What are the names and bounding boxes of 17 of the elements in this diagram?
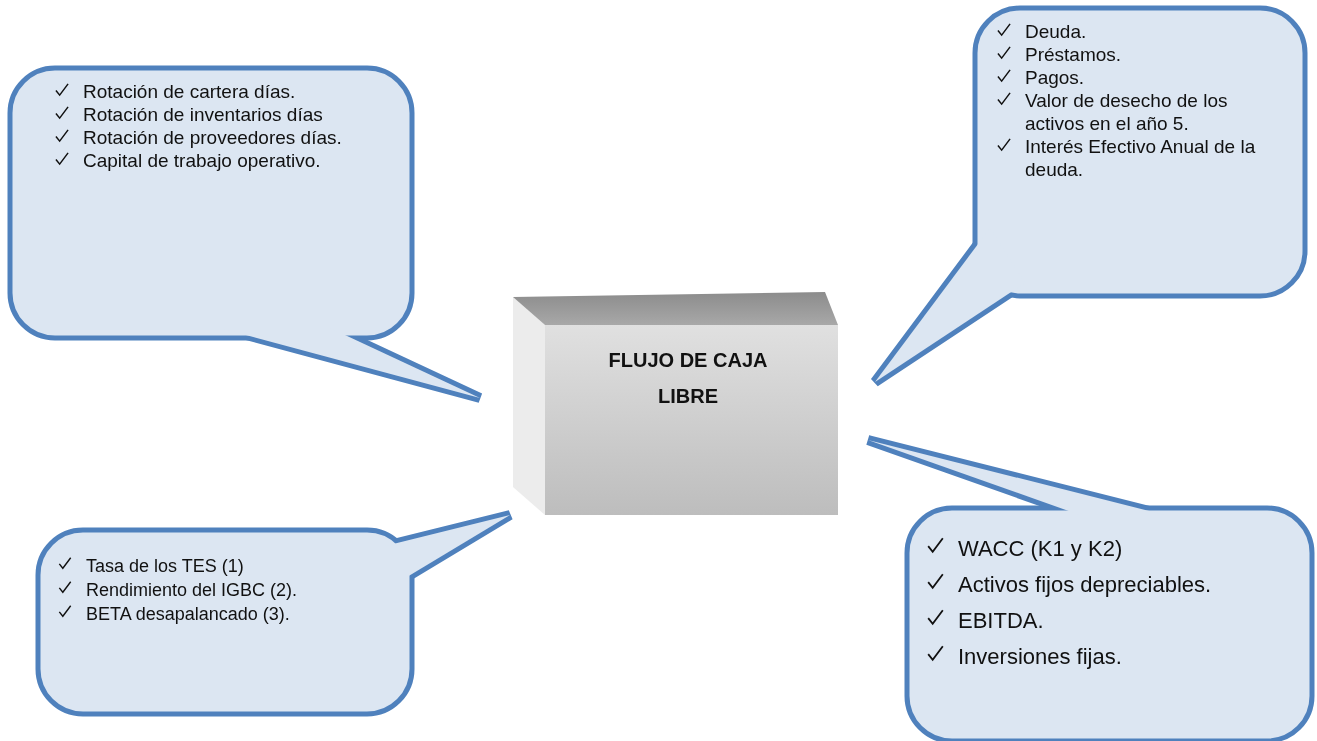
list-item: Préstamos. bbox=[1025, 43, 1122, 66]
list-item: Rotación de proveedores días. bbox=[83, 126, 342, 149]
list-item: Rotación de cartera días. bbox=[83, 80, 296, 103]
list-item: Pagos. bbox=[1025, 66, 1085, 89]
list-item: Rotación de inventarios días bbox=[83, 103, 323, 126]
list-item: Interés Efectivo Anual de la deuda. bbox=[1025, 135, 1257, 181]
list-item: BETA desapalancado (3). bbox=[86, 603, 290, 626]
list-item: Rendimiento del IGBC (2). bbox=[86, 579, 298, 602]
list-item: EBITDA. bbox=[958, 607, 1044, 635]
list-item: Capital de trabajo operativo. bbox=[83, 149, 321, 172]
list-item: Activos fijos depreciables. bbox=[958, 571, 1212, 599]
list-item: WACC (K1 y K2) bbox=[958, 535, 1123, 563]
list-item: Deuda. bbox=[1025, 20, 1087, 43]
list-item: Tasa de los TES (1) bbox=[86, 555, 244, 578]
list-item: Inversiones fijas. bbox=[958, 643, 1122, 671]
list-item: Valor de desecho de los activos en el año 5. bbox=[1025, 89, 1229, 135]
box-title: FLUJO DE CAJA LIBRE bbox=[607, 348, 769, 409]
